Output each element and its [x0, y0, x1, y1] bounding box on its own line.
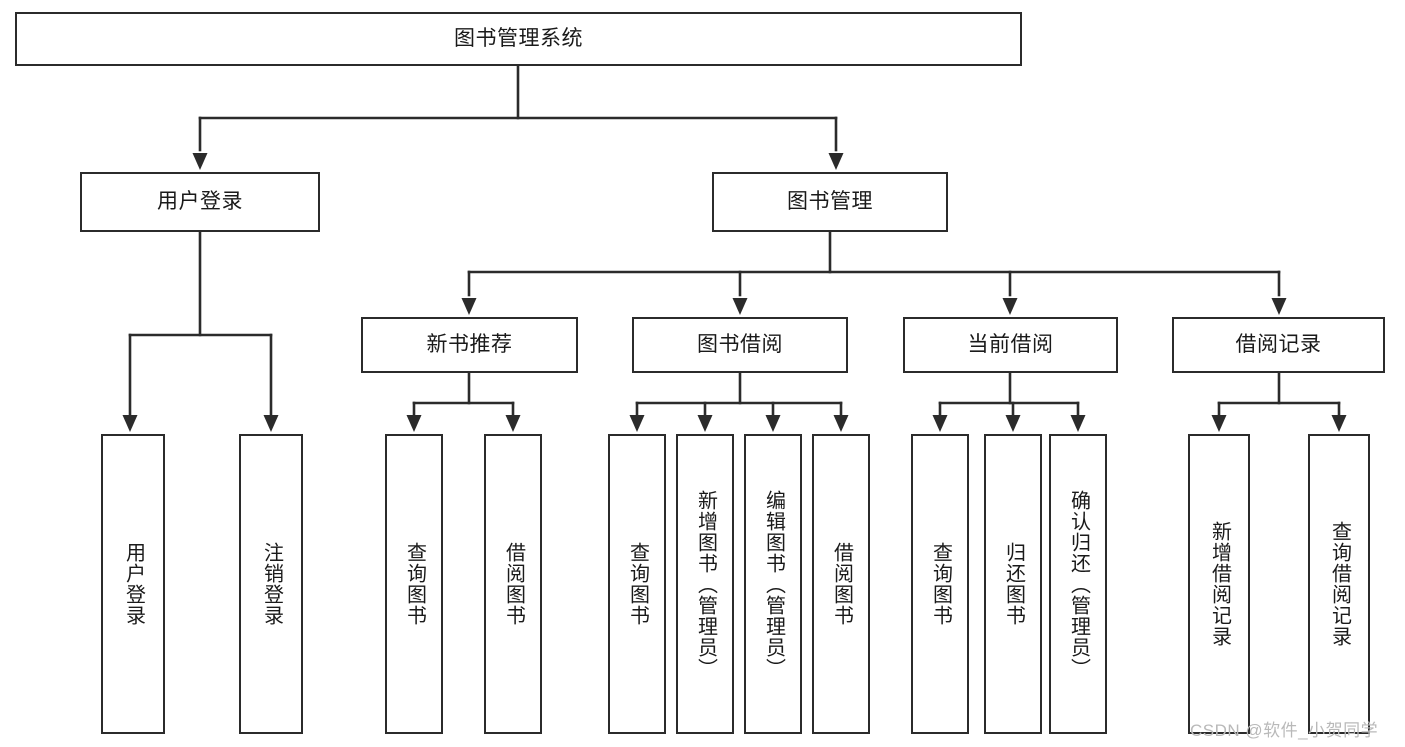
- node-label: 查询图书: [626, 542, 649, 626]
- node-label: 注销登录: [260, 542, 283, 626]
- node-label: 新增图书（管理员）: [694, 489, 717, 679]
- node-label: 新增借阅记录: [1208, 521, 1231, 647]
- leaf-node-5[interactable]: 新增图书（管理员）: [676, 434, 734, 734]
- arrowhead-11: [697, 415, 713, 432]
- node-label: 查询图书: [403, 542, 426, 626]
- arrowhead-10: [629, 415, 645, 432]
- arrowhead-8: [406, 415, 422, 432]
- leaf-node-8[interactable]: 查询图书: [911, 434, 969, 734]
- arrowhead-0: [192, 153, 208, 170]
- node-label: 用户登录: [157, 190, 243, 214]
- node-label: 图书管理系统: [454, 27, 583, 51]
- arrowhead-1: [828, 153, 844, 170]
- arrowhead-12: [765, 415, 781, 432]
- level3-node-1[interactable]: 图书借阅: [632, 317, 848, 373]
- node-label: 归还图书: [1002, 542, 1025, 626]
- csdn-watermark: CSDN @软件_小贺同学: [1190, 721, 1379, 740]
- node-label: 查询借阅记录: [1328, 521, 1351, 647]
- arrowhead-5: [732, 298, 748, 315]
- level2-node-0[interactable]: 用户登录: [80, 172, 320, 232]
- arrowhead-2: [122, 415, 138, 432]
- node-label: 借阅图书: [502, 542, 525, 626]
- leaf-node-4[interactable]: 查询图书: [608, 434, 666, 734]
- arrowhead-3: [263, 415, 279, 432]
- leaf-node-1[interactable]: 注销登录: [239, 434, 303, 734]
- node-label: 确认归还（管理员）: [1067, 489, 1090, 679]
- leaf-node-9[interactable]: 归还图书: [984, 434, 1042, 734]
- level3-node-3[interactable]: 借阅记录: [1172, 317, 1385, 373]
- node-label: 编辑图书（管理员）: [762, 489, 785, 679]
- leaf-node-12[interactable]: 查询借阅记录: [1308, 434, 1370, 734]
- node-label: 图书借阅: [697, 333, 783, 357]
- arrowhead-7: [1271, 298, 1287, 315]
- arrowhead-4: [461, 298, 477, 315]
- node-label: 借阅图书: [830, 542, 853, 626]
- arrowhead-13: [833, 415, 849, 432]
- leaf-node-2[interactable]: 查询图书: [385, 434, 443, 734]
- node-label: 借阅记录: [1235, 333, 1322, 357]
- level3-node-2[interactable]: 当前借阅: [903, 317, 1118, 373]
- leaf-node-6[interactable]: 编辑图书（管理员）: [744, 434, 802, 734]
- arrowhead-9: [505, 415, 521, 432]
- leaf-node-11[interactable]: 新增借阅记录: [1188, 434, 1250, 734]
- leaf-node-10[interactable]: 确认归还（管理员）: [1049, 434, 1107, 734]
- arrowhead-17: [1211, 415, 1227, 432]
- leaf-node-0[interactable]: 用户登录: [101, 434, 165, 734]
- leaf-node-7[interactable]: 借阅图书: [812, 434, 870, 734]
- arrowhead-15: [1005, 415, 1021, 432]
- arrowhead-6: [1002, 298, 1018, 315]
- node-label: 查询图书: [929, 542, 952, 626]
- root-node-0[interactable]: 图书管理系统: [15, 12, 1022, 66]
- arrowhead-18: [1331, 415, 1347, 432]
- node-label: 用户登录: [122, 542, 145, 626]
- level3-node-0[interactable]: 新书推荐: [361, 317, 578, 373]
- arrowhead-16: [1070, 415, 1086, 432]
- level2-node-1[interactable]: 图书管理: [712, 172, 948, 232]
- node-label: 新书推荐: [426, 333, 513, 357]
- leaf-node-3[interactable]: 借阅图书: [484, 434, 542, 734]
- node-label: 图书管理: [787, 190, 873, 214]
- node-label: 当前借阅: [967, 333, 1054, 357]
- arrowhead-14: [932, 415, 948, 432]
